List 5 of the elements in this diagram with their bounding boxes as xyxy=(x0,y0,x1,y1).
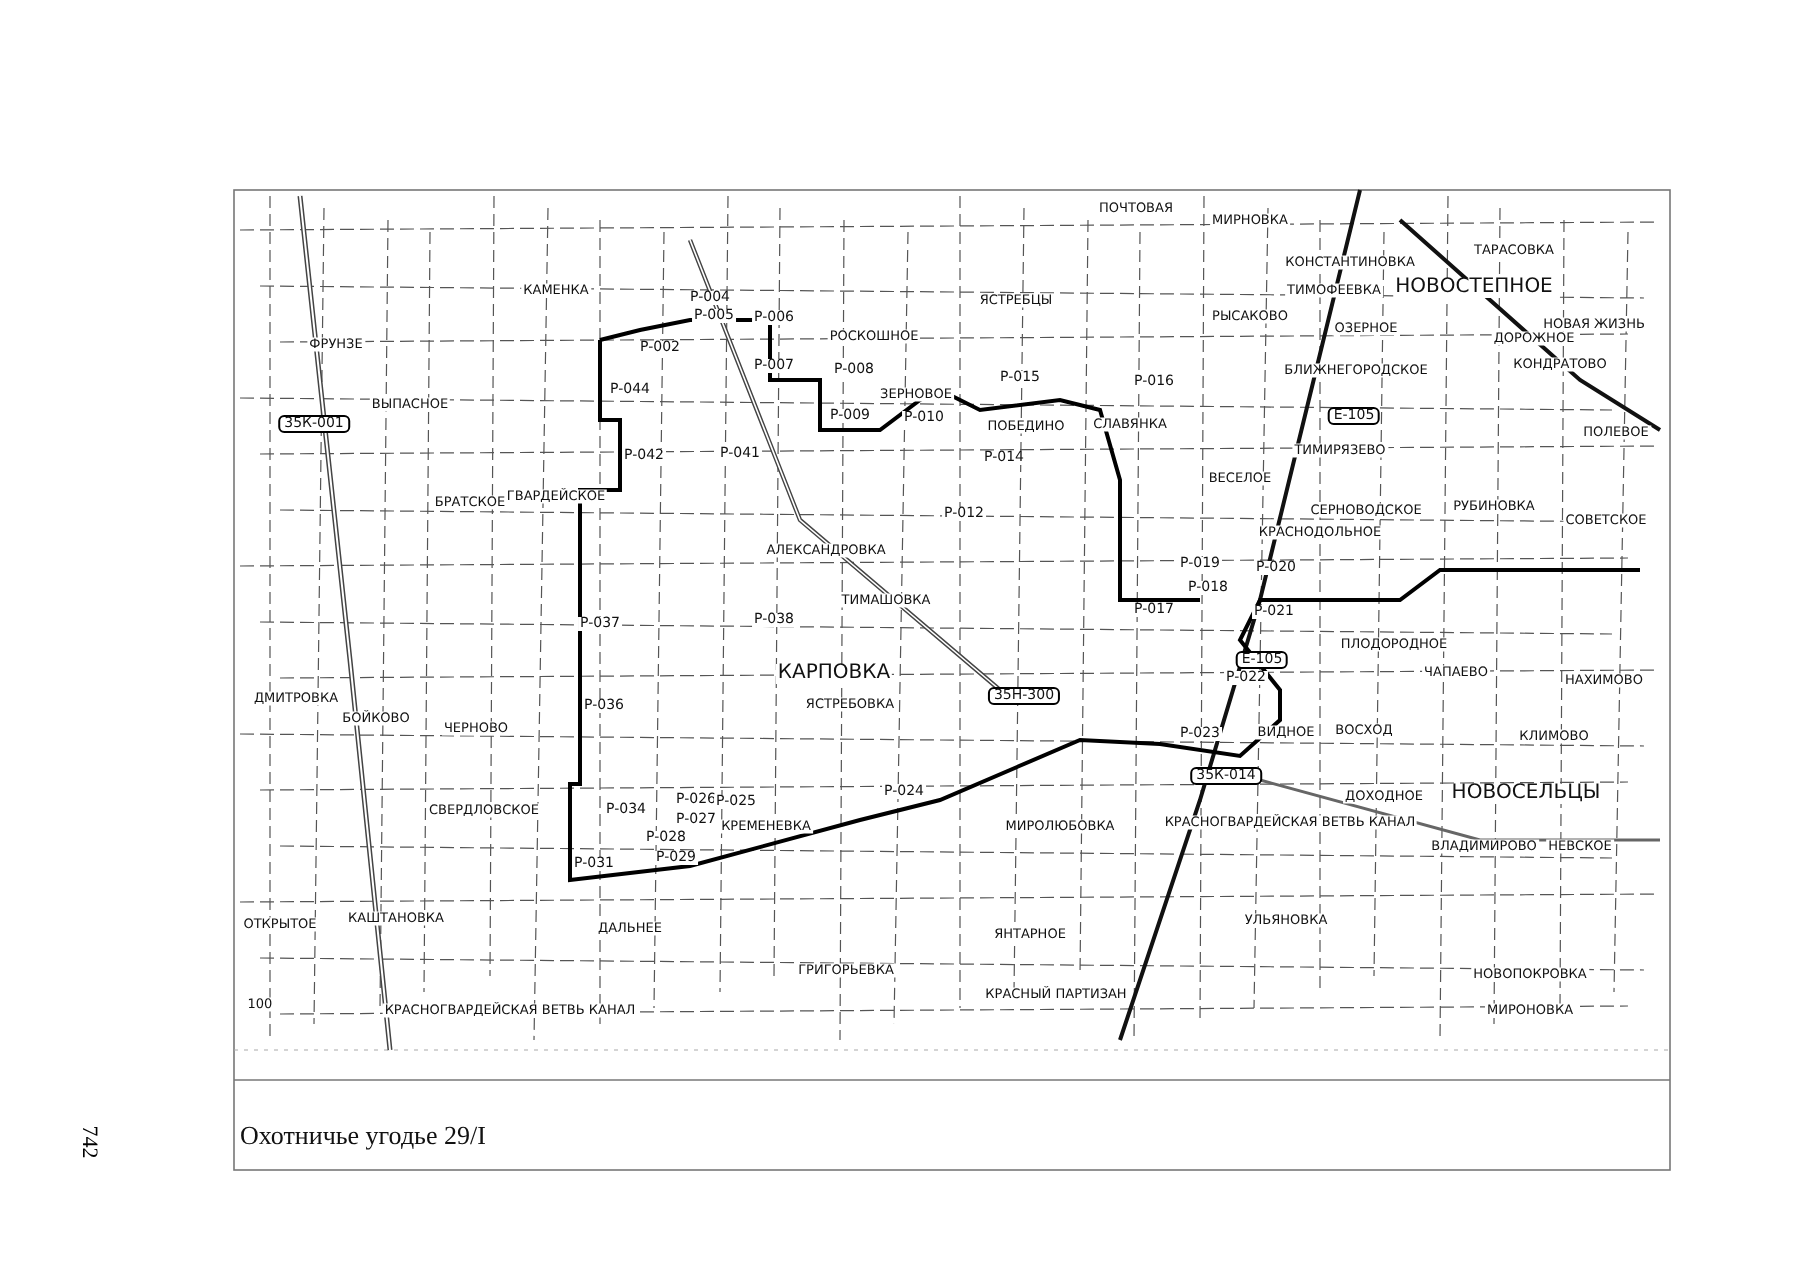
place-name: НОВОСЕЛЬЦЫ xyxy=(1449,784,1603,804)
place-name: НОВОСТЕПНОЕ xyxy=(1393,278,1555,298)
page-number: 742 xyxy=(76,1125,101,1159)
place-name: КАРПОВКА xyxy=(775,664,893,684)
caption: Охотничье угодье 29/I xyxy=(240,1120,486,1152)
